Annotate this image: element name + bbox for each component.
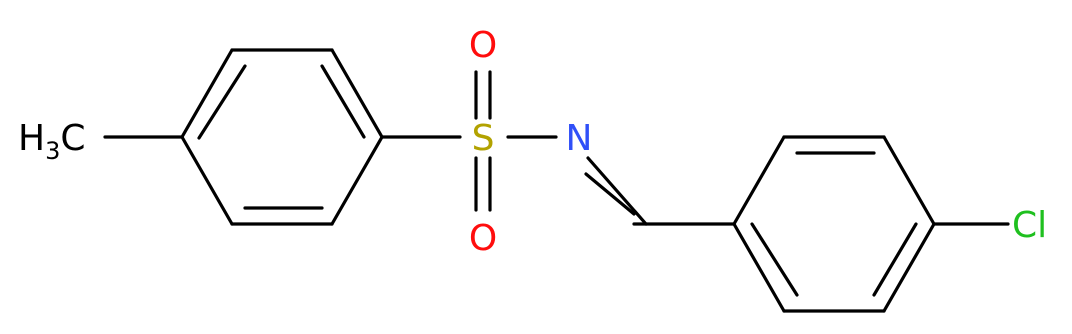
bond-ring2-c [882,135,936,226]
atom-methyl-c: C [60,118,85,159]
bond-ring1-a-inner [197,64,247,140]
atom-methyl-subscript: 3 [45,137,60,165]
bond-n-c-1 [586,156,648,226]
bond-ring2-a [732,135,786,226]
atom-chlorine: Cl [1012,205,1047,246]
bond-ring1-d [330,135,384,226]
bond-ring1-c [330,48,384,139]
atom-nitrogen: N [566,118,593,159]
atom-oxygen-top: O [469,25,497,66]
bond-n-c-2 [584,172,636,216]
bond-ring2-d [882,222,936,313]
bond-ring1-a [180,48,234,139]
atom-oxygen-bottom: O [469,218,497,259]
bond-ring2-f [732,222,786,313]
atom-methyl: H3C [18,118,86,165]
bond-ring2-f-inner [750,222,799,297]
bond-ring2-d-inner [872,222,918,297]
bond-ring1-f [180,135,234,226]
atom-labels: H3C S O O N Cl [18,25,1047,259]
atom-methyl-h: H [18,118,45,159]
bond-lines [103,48,1010,313]
atom-sulfur: S [472,118,495,159]
bond-ring1-c-inner [320,64,366,139]
